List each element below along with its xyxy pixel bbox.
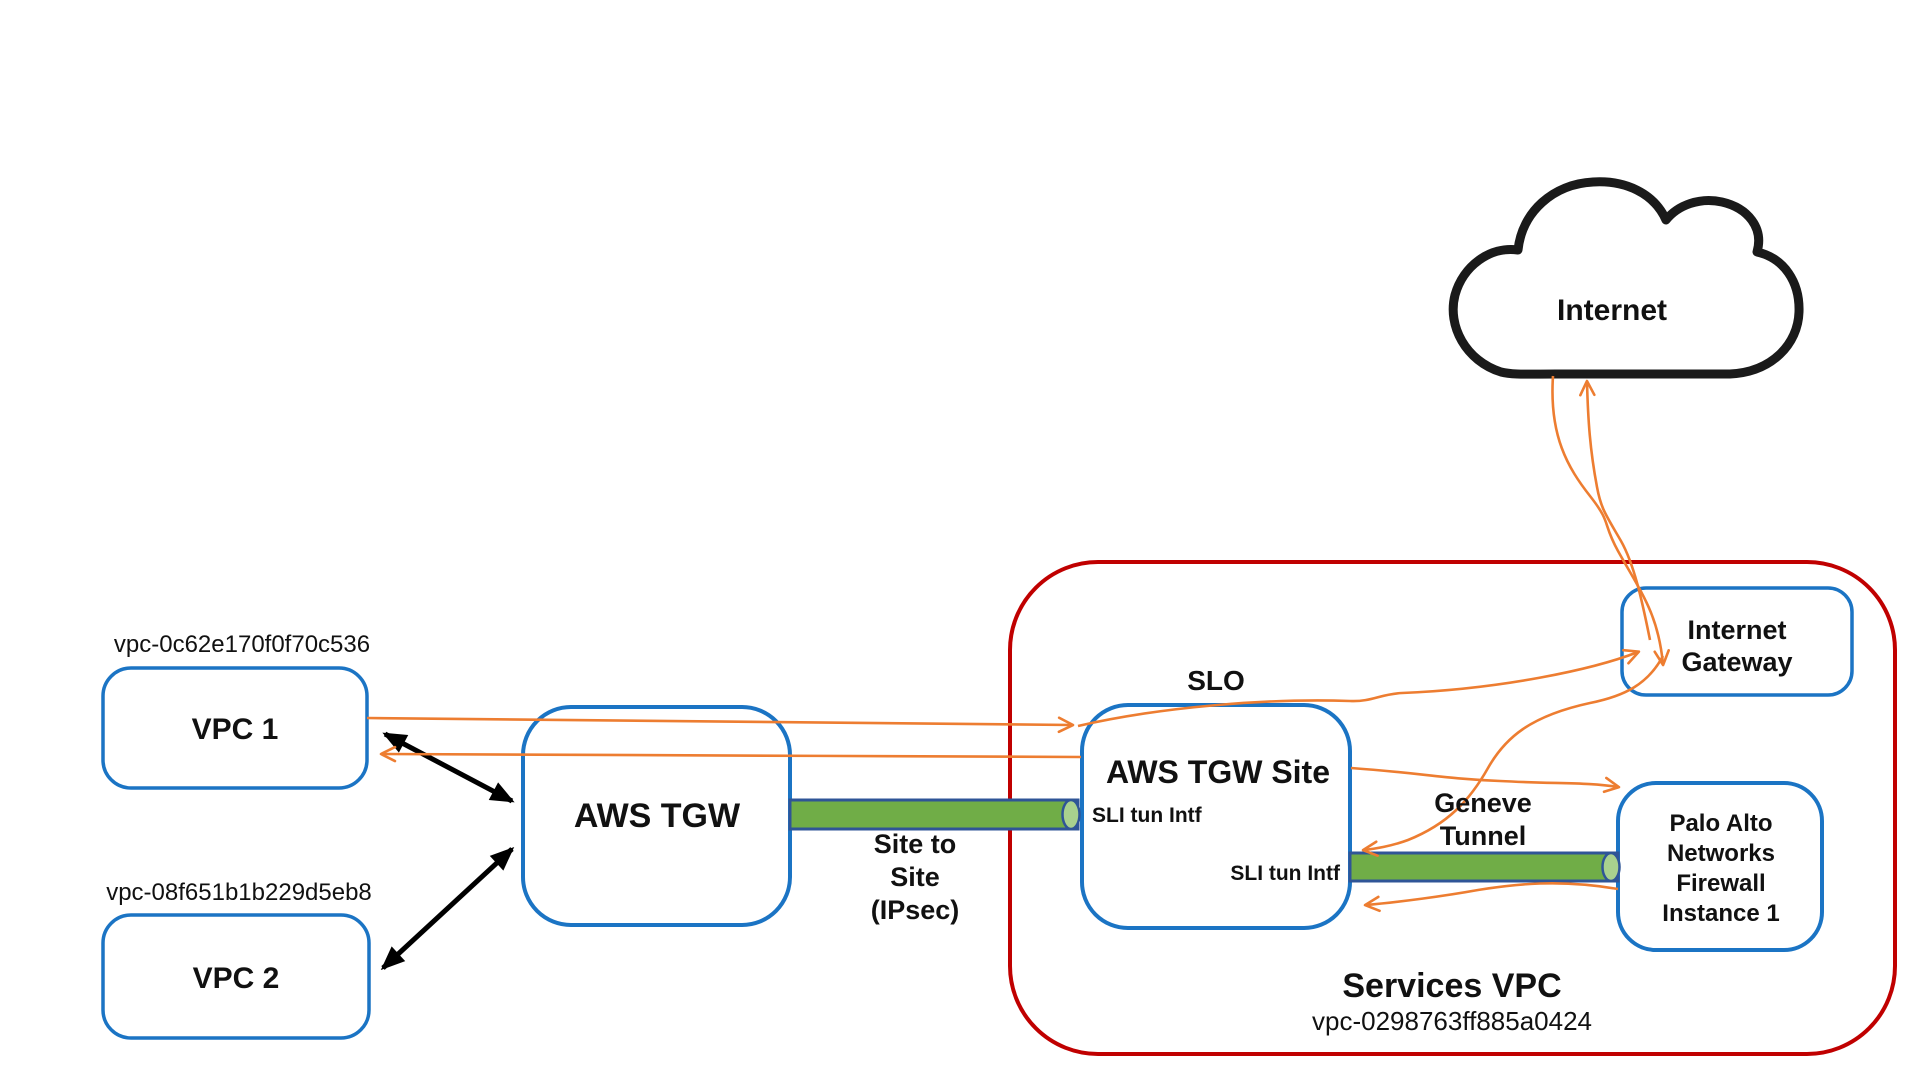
flow-internet-to-igw <box>1551 375 1670 667</box>
flow-tgw-site-to-igw <box>1077 648 1641 728</box>
geneve-tunnel <box>1348 851 1621 883</box>
ipsec-tunnel-cap <box>1061 798 1081 831</box>
internet-cloud-label: Internet <box>1557 294 1667 327</box>
firewall-label-line2: Networks <box>1667 840 1775 867</box>
firewall-label-line4: Instance 1 <box>1662 900 1779 927</box>
ipsec-tunnel-label-line3: (IPsec) <box>871 895 960 925</box>
firewall-label-line1: Palo Alto <box>1669 810 1772 837</box>
services-vpc-label: Services VPC <box>1342 967 1561 1005</box>
geneve-tunnel-cap <box>1601 851 1621 883</box>
geneve-tunnel-body <box>1348 851 1620 883</box>
ipsec-tunnel-body <box>788 798 1080 831</box>
services-vpc-id-label: vpc-0298763ff885a0424 <box>1312 1006 1592 1036</box>
internet-gateway-label-line2: Gateway <box>1681 647 1792 677</box>
internet-gateway-node <box>1620 586 1854 697</box>
sli-tun-intf-bottom-label: SLI tun Intf <box>1230 862 1341 885</box>
ipsec-tunnel <box>788 798 1081 831</box>
vpc1-label: VPC 1 <box>192 713 279 746</box>
geneve-tunnel-label-line1: Geneve <box>1434 788 1532 818</box>
flow-paths <box>366 375 1670 913</box>
attachment-vpc2-tgw <box>380 846 515 971</box>
flow-vpc1-to-tgw-site <box>366 716 1075 734</box>
vpc1-node <box>101 666 369 790</box>
attachment-vpc1-tgw <box>382 731 515 804</box>
vpc2-label: VPC 2 <box>193 962 280 995</box>
flow-firewall-to-tgw-site <box>1363 881 1619 913</box>
vpc1-id-label: vpc-0c62e170f0f70c536 <box>114 631 370 658</box>
vpc2-id-label: vpc-08f651b1b229d5eb8 <box>106 879 372 906</box>
sli-tun-intf-top-label: SLI tun Intf <box>1092 804 1203 827</box>
ipsec-tunnel-label-line1: Site to <box>874 829 957 859</box>
flow-igw-to-internet <box>1579 379 1652 641</box>
flow-igw-to-tgw-site <box>1361 655 1665 857</box>
firewall-label-line3: Firewall <box>1676 870 1765 897</box>
flow-tgw-site-to-vpc1 <box>379 745 1082 763</box>
vpc2-node <box>101 913 371 1040</box>
internet-gateway-label-line1: Internet <box>1687 615 1786 645</box>
ipsec-tunnel-label-line2: Site <box>890 862 940 892</box>
geneve-tunnel-label-line2: Tunnel <box>1440 821 1526 851</box>
slo-label: SLO <box>1187 665 1245 696</box>
flow-tgw-site-to-firewall <box>1350 766 1621 794</box>
aws-tgw-label: AWS TGW <box>574 797 741 835</box>
aws-tgw-site-label: AWS TGW Site <box>1106 754 1330 790</box>
internet-cloud <box>1448 177 1804 379</box>
